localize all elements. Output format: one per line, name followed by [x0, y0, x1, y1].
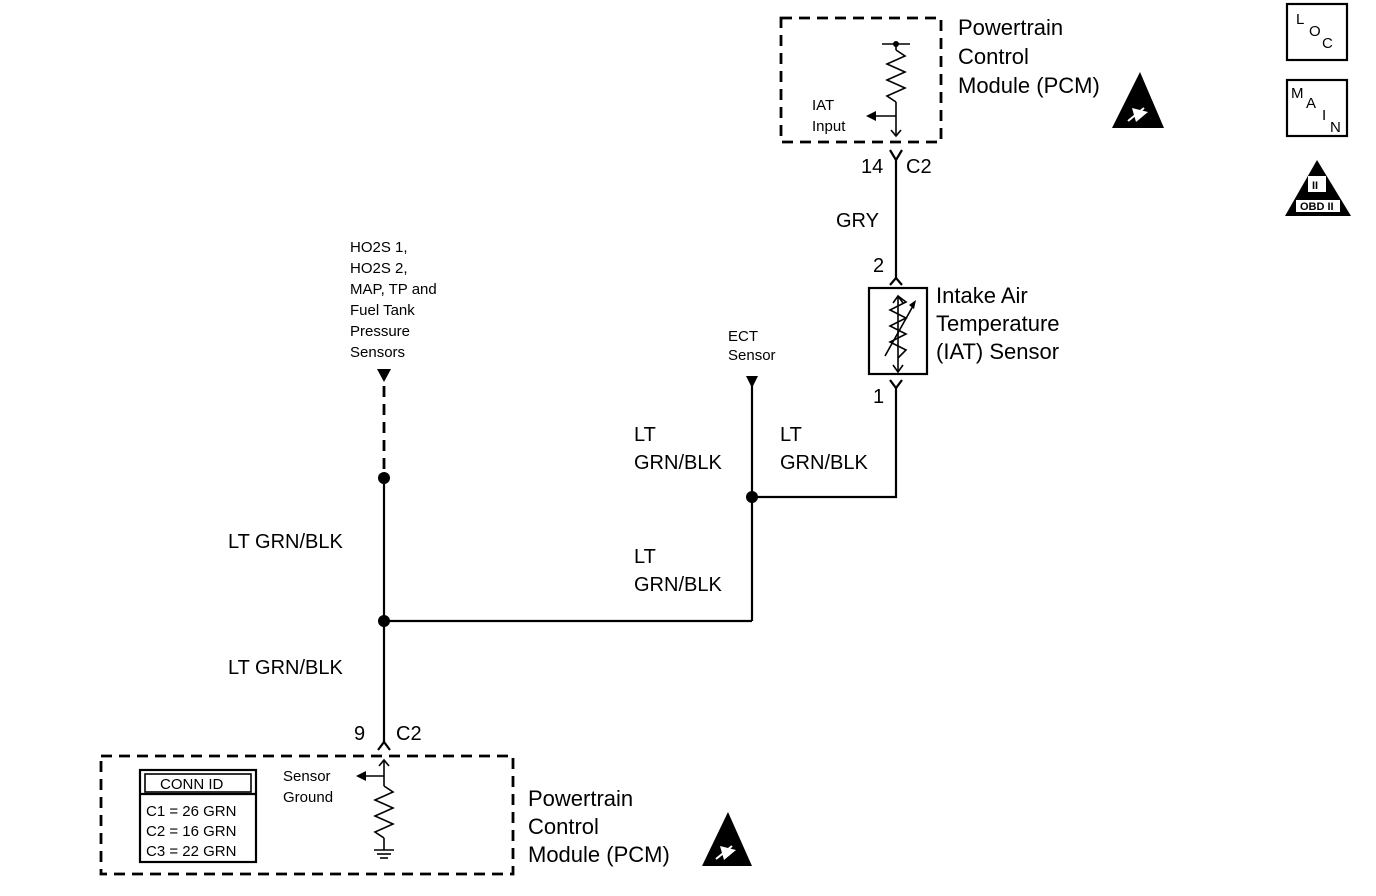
pcm-bottom: Sensor Ground CONN ID C1 = 26 GRN C2 = 1…: [99, 754, 752, 876]
conn-id-row-1: C1 = 26 GRN: [146, 803, 236, 820]
connector-bottom-c2: 9 C2: [354, 723, 422, 751]
pcm-top-resistor: [885, 49, 907, 103]
main-letter-m: M: [1291, 85, 1304, 102]
pcm-bottom-connector: C2: [396, 723, 422, 745]
pcm-bottom-box: [99, 754, 515, 876]
wire-main-upper-label: LT GRN/BLK: [228, 531, 344, 553]
conn-id-row-2: C2 = 16 GRN: [146, 823, 236, 840]
wire-gry-label: GRY: [836, 210, 879, 232]
pcm-top-input-line1: IAT: [812, 97, 834, 114]
pcm-bottom-title-line3: Module (PCM): [528, 842, 670, 867]
iat-thermistor: [888, 295, 908, 359]
ho2s-line6: Sensors: [350, 344, 405, 361]
connector-top-c2: 14 C2: [861, 149, 932, 178]
pcm-top-box: [779, 16, 943, 144]
ect-line2: Sensor: [728, 347, 776, 364]
iat-sensor: 2 1 Intake Air Temperature (IAT) Sensor: [867, 255, 1060, 408]
conn-id-row-3: C3 = 22 GRN: [146, 843, 236, 860]
loc-icon[interactable]: L O C: [1285, 2, 1349, 62]
iat-pin-top: 2: [873, 255, 884, 277]
pcm-top-connector: C2: [906, 156, 932, 178]
wire-lower-lt-label: LT: [634, 546, 656, 568]
iat-title-line1: Intake Air: [936, 283, 1028, 308]
pcm-top-title-line1: Powertrain: [958, 15, 1063, 40]
pcm-bottom-title-line2: Control: [528, 814, 599, 839]
loc-letter-l: L: [1296, 11, 1304, 28]
ho2s-line3: MAP, TP and: [350, 281, 437, 298]
wire-ect-grnblk-label: GRN/BLK: [634, 452, 722, 474]
pcm-bottom-pin: 9: [354, 723, 365, 745]
ect-sensor-ref: ECT Sensor: [728, 328, 776, 388]
pcm-top-title-line2: Control: [958, 44, 1029, 69]
ho2s-line1: HO2S 1,: [350, 239, 408, 256]
ect-line1: ECT: [728, 328, 758, 345]
main-icon[interactable]: M A I N: [1285, 78, 1349, 138]
ho2s-sensors-ref: HO2S 1, HO2S 2, MAP, TP and Fuel Tank Pr…: [350, 239, 437, 382]
ho2s-line4: Fuel Tank: [350, 302, 415, 319]
pcm-top-input-line2: Input: [812, 118, 846, 135]
obd-ii-icon[interactable]: II OBD II: [1285, 160, 1351, 216]
conn-id-table: CONN ID C1 = 26 GRN C2 = 16 GRN C3 = 22 …: [138, 768, 258, 864]
iat-title-line2: Temperature: [936, 311, 1060, 336]
iat-pin-bottom: 1: [873, 386, 884, 408]
pcm-bottom-resistor: [373, 785, 395, 839]
wire-lower-grnblk-label: GRN/BLK: [634, 574, 722, 596]
ho2s-line5: Pressure: [350, 323, 410, 340]
pcm-bottom-input-line2: Ground: [283, 789, 333, 806]
pcm-top: IAT Input Powertrain Control Module (PCM…: [779, 15, 1164, 144]
loc-letter-c: C: [1322, 35, 1333, 52]
main-letter-a: A: [1306, 95, 1316, 112]
wire-ect-lt-label: LT: [634, 424, 656, 446]
ground-icon: [374, 849, 394, 859]
ho2s-line2: HO2S 2,: [350, 260, 408, 277]
iat-sensor-body: [867, 286, 929, 376]
esd-warning-icon: [1112, 72, 1164, 128]
wire-iat-grnblk-label: GRN/BLK: [780, 452, 868, 474]
conn-id-header: CONN ID: [160, 776, 224, 793]
loc-letter-o: O: [1309, 23, 1321, 40]
iat-title-line3: (IAT) Sensor: [936, 339, 1059, 364]
main-letter-n: N: [1330, 119, 1341, 136]
pcm-bottom-title-line1: Powertrain: [528, 786, 633, 811]
wire-main-lower-label: LT GRN/BLK: [228, 657, 344, 679]
obd-numeral: II: [1312, 180, 1318, 192]
obd-text: OBD II: [1300, 201, 1334, 213]
main-letter-i: I: [1322, 107, 1326, 124]
esd-warning-icon: [702, 812, 752, 866]
pcm-top-pin: 14: [861, 156, 883, 178]
wire-iat-return: [752, 388, 898, 499]
splice-ect: [746, 491, 758, 503]
wire-iat-lt-label: LT: [780, 424, 802, 446]
pcm-top-title-line3: Module (PCM): [958, 73, 1100, 98]
pcm-bottom-input-line1: Sensor: [283, 768, 331, 785]
